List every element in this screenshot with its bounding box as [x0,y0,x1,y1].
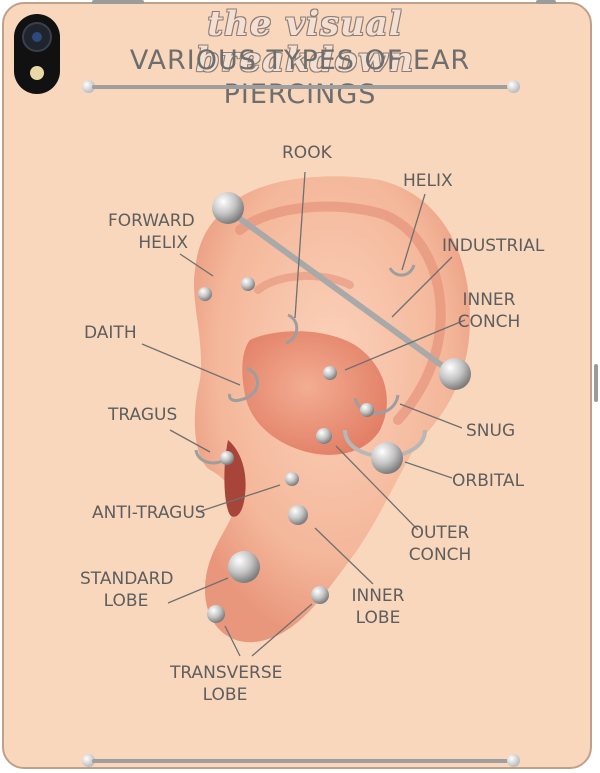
label-inner-lobe: INNER LOBE [346,585,410,629]
label-standard-lobe-line-2: LOBE [103,591,149,611]
forward-helix-stud-1 [198,287,212,301]
rule-right-ball [507,80,520,93]
label-tragus: TRAGUS [108,405,178,425]
bottom-left-ball [82,754,95,767]
label-transverse-lobe: TRANSVERSE LOBE [170,662,283,706]
industrial-ball-2 [439,358,471,390]
page-title: VARIOUS TYPES OF EAR PIERCINGS [129,45,471,110]
jewelry [194,192,471,623]
leader-rook [294,171,306,319]
label-industrial: INDUSTRIAL [442,236,545,256]
helix-ring [388,264,416,277]
bottom-right-ball [507,754,520,767]
label-forward-helix: FORWARD HELIX [108,210,195,254]
top-edge-button-2 [536,0,556,4]
ear-illustration [193,176,470,643]
label-standard-lobe-line-1: STANDARD [80,569,174,589]
antihelix [254,272,354,294]
flash-icon [30,66,44,80]
bottom-rule [92,759,512,763]
label-forward-helix-line-2: HELIX [138,233,188,253]
leader-forward-helix [179,253,214,277]
label-helix: HELIX [403,171,453,191]
leader-inner-conch [344,319,466,371]
label-inner-conch-line-1: INNER [462,290,516,310]
label-inner-conch: INNER CONCH [455,289,523,333]
label-forward-helix-line-1: FORWARD [108,211,195,231]
rook-ring [285,313,299,345]
leader-orbital [404,461,453,479]
label-outer-conch: OUTER CONCH [408,522,472,566]
camera-lens-icon [22,22,52,52]
forward-helix-stud-2 [241,277,255,291]
leader-snug [399,403,463,429]
leader-standard-lobe [167,577,229,604]
label-anti-tragus: ANTI-TRAGUS [92,503,206,523]
label-outer-conch-line-2: CONCH [408,545,472,565]
leader-inner-lobe [314,527,374,585]
inner-lobe-stud [311,586,329,604]
leader-transverse-lobe-1 [224,625,241,657]
leader-daith [141,343,241,386]
title-script: the visual breakdown [195,4,415,80]
leader-lines [141,171,466,657]
label-inner-lobe-line-2: LOBE [355,608,401,628]
label-rook: ROOK [282,143,332,163]
leader-industrial [391,256,453,318]
top-edge-button [92,0,144,4]
industrial-ball-1 [212,192,244,224]
inner-conch-stud [323,366,337,380]
leader-helix [401,193,426,271]
snug-ball [360,403,374,417]
leader-outer-conch [335,445,419,531]
anti-tragus-stud [285,472,299,486]
upper-lobe-stud [288,505,308,525]
orbital-ball [371,442,403,474]
tragus-ball [220,451,234,465]
leader-transverse-lobe-2 [251,603,313,657]
daith-ring [228,366,259,402]
concha-bowl [242,331,387,455]
label-transverse-lobe-line-2: LOBE [202,685,248,705]
leader-anti-tragus [197,484,281,513]
camera-cutout [14,14,60,94]
label-daith: DAITH [84,323,137,343]
label-snug: SNUG [466,421,516,441]
label-transverse-lobe-line-1: TRANSVERSE [170,663,283,683]
label-inner-conch-line-2: CONCH [457,312,521,332]
standard-lobe-stud [228,551,260,583]
label-orbital: ORBITAL [452,471,525,491]
rule-left-ball [82,80,95,93]
outer-conch-stud [316,428,332,444]
label-outer-conch-line-1: OUTER [410,523,470,543]
snug-ring [353,394,400,415]
title-rule [92,85,512,89]
side-edge-button [594,364,598,402]
transverse-lobe-stud [207,605,225,623]
industrial-barbell [225,207,458,378]
label-inner-lobe-line-1: INNER [351,586,405,606]
leader-tragus [169,429,211,453]
label-standard-lobe: STANDARD LOBE [80,568,174,612]
